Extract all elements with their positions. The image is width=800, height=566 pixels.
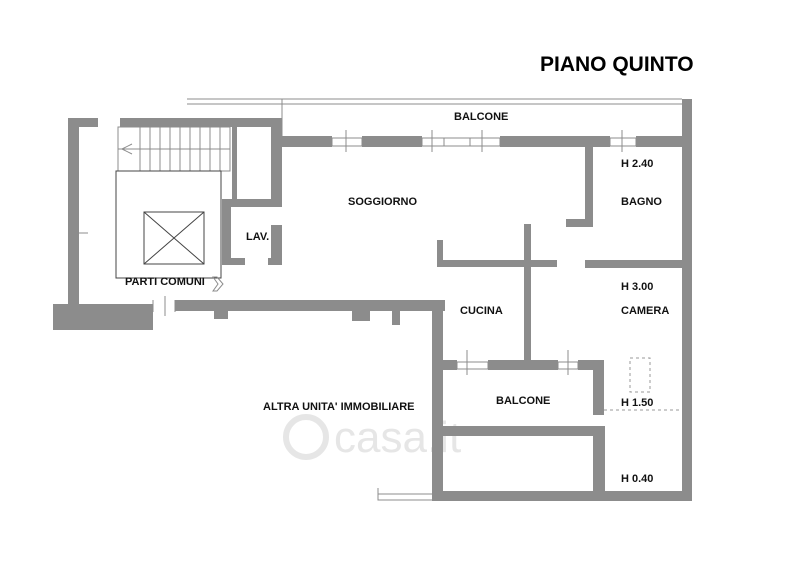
window-top-5 <box>609 137 637 147</box>
lav-left-wall <box>222 199 231 265</box>
kitchen-left-wall <box>432 300 443 501</box>
balcony-divider <box>443 426 605 436</box>
label-h-040: H 0.40 <box>621 473 653 485</box>
label-parti-comuni: PARTI COMUNI <box>125 276 205 288</box>
window-top-2 <box>421 137 445 147</box>
door-arrow-icon <box>212 276 224 292</box>
bagno-bottom-wall <box>585 260 682 268</box>
elevator-shaft <box>115 170 222 279</box>
watermark-logo-icon <box>283 414 329 460</box>
label-h-camera: H 3.00 <box>621 281 653 293</box>
lav-bottom-wall-2 <box>268 258 282 265</box>
balcony-lower-right <box>593 436 605 491</box>
stair-inner-wall <box>232 127 237 199</box>
stair-right-wall <box>271 118 282 205</box>
stair-top-wall-2 <box>120 118 280 127</box>
kitchen-bottom-wall-2 <box>488 360 558 370</box>
kitchen-bottom-wall-1 <box>443 360 457 370</box>
living-top-wall-1 <box>282 136 332 147</box>
lav-bottom-wall <box>231 258 245 265</box>
kitchen-vertical-partition <box>524 224 531 364</box>
stair-right-wall-2 <box>271 225 282 265</box>
label-camera: CAMERA <box>621 305 669 317</box>
label-balcone-top: BALCONE <box>454 111 508 123</box>
kitchen-bottom-wall-3 <box>578 360 604 370</box>
bagno-stub <box>566 219 593 227</box>
common-bottom-wall-3 <box>352 311 370 321</box>
common-door-marks <box>152 296 176 316</box>
living-top-wall-3 <box>500 136 610 147</box>
window-top-3 <box>443 137 471 147</box>
label-altra-unita: ALTRA UNITA' IMMOBILIARE <box>263 401 415 413</box>
common-bottom-wall <box>53 304 153 330</box>
balcony-top-rail <box>187 98 682 136</box>
bottom-right-wall <box>432 491 692 501</box>
window-top-1 <box>331 137 363 147</box>
altra-unita-rail <box>377 488 432 501</box>
label-lav: LAV. <box>246 231 269 243</box>
window-marks-kitchen <box>466 350 569 375</box>
living-top-wall-4 <box>636 136 682 147</box>
right-outer-wall <box>682 99 692 501</box>
window-kitchen-1 <box>456 361 489 370</box>
skylight-rect <box>629 357 651 393</box>
room-labels: BALCONE SOGGIORNO H 2.40 BAGNO LAV. PART… <box>125 111 669 485</box>
common-bottom-wall-4 <box>392 311 400 325</box>
elevator-cab <box>143 211 205 265</box>
window-marks-top <box>345 130 623 152</box>
kitchen-left-partition <box>437 240 443 267</box>
kitchen-top-partition <box>437 260 557 267</box>
label-h-150: H 1.50 <box>621 397 653 409</box>
label-h-bagno: H 2.40 <box>621 158 653 170</box>
common-bottom-wall-5 <box>214 311 228 319</box>
common-bottom-wall-2 <box>175 300 445 311</box>
stair-top-wall <box>68 118 98 127</box>
bagno-left-wall <box>585 147 593 227</box>
living-top-wall-2 <box>362 136 422 147</box>
balcony-right-wall <box>593 360 604 415</box>
plan-title: PIANO QUINTO <box>540 53 694 76</box>
window-top-4 <box>469 137 501 147</box>
label-soggiorno: SOGGIORNO <box>348 196 418 208</box>
stair-steps <box>117 126 231 172</box>
label-balcone-bottom: BALCONE <box>496 395 550 407</box>
stair-inner-wall-2 <box>222 199 282 207</box>
label-cucina: CUCINA <box>460 305 503 317</box>
walls <box>53 98 692 501</box>
elevator-cross <box>143 211 205 265</box>
left-window-marks <box>68 220 88 245</box>
label-bagno: BAGNO <box>621 196 662 208</box>
